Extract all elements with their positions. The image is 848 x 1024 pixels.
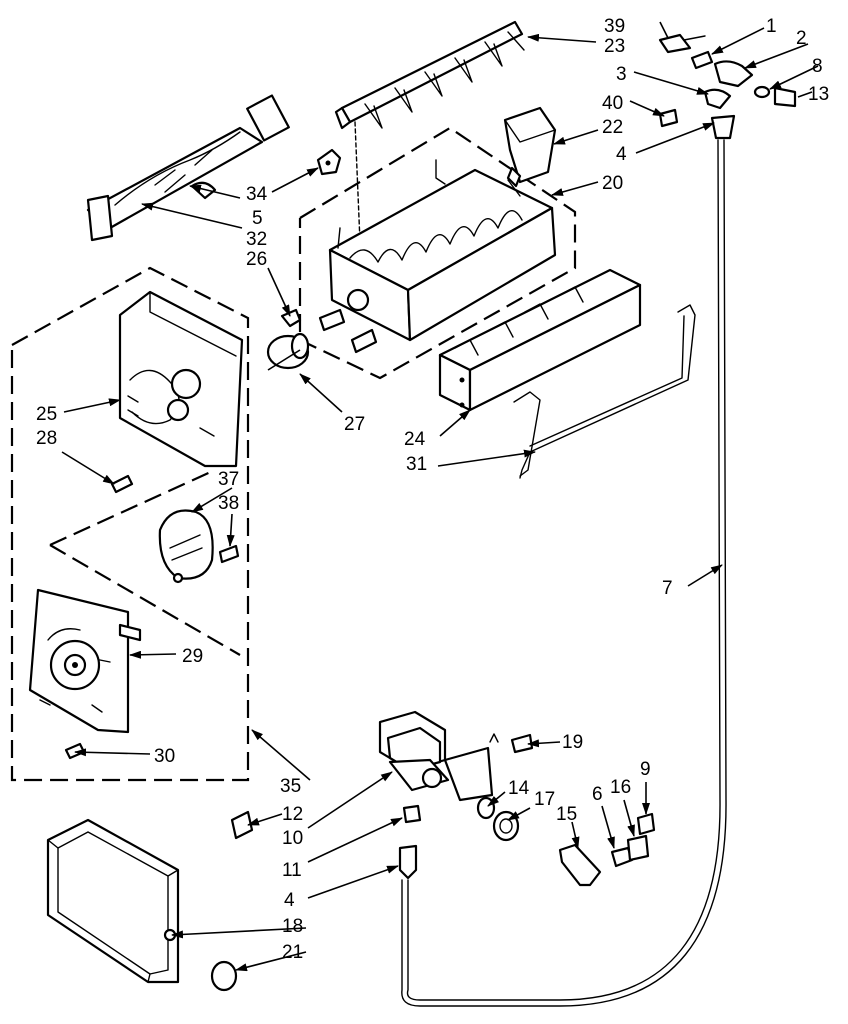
callout-5: 5: [252, 208, 263, 229]
callout-8: 8: [812, 56, 823, 77]
wire-harness: [86, 94, 290, 242]
callout-7: 7: [662, 578, 673, 599]
screw-part-28: [110, 474, 134, 494]
callout-30: 30: [154, 746, 175, 767]
callout-17: 17: [534, 789, 555, 810]
callout-31: 31: [406, 454, 427, 475]
water-tube: [401, 139, 727, 1007]
shutoff-arm: [513, 304, 696, 479]
callout-34: 34: [246, 184, 268, 205]
outlet-tube: [558, 843, 602, 887]
callout-labels: 39 23 1 2 8 3 13 40 22 4 20 34 5 32 26 2…: [36, 16, 829, 963]
callout-25: 25: [36, 404, 57, 425]
callout-2: 2: [796, 28, 807, 49]
control-housing: [118, 290, 244, 468]
callout-28: 28: [36, 428, 57, 449]
callout-40: 40: [602, 93, 623, 114]
callout-14: 14: [508, 778, 530, 799]
callout-32: 32: [246, 229, 267, 250]
clamp-part-16: [626, 834, 650, 862]
mounting-plate: [28, 588, 142, 734]
callout-38: 38: [218, 493, 239, 514]
callout-11: 11: [282, 860, 302, 881]
ice-mold: [318, 159, 557, 354]
leader-lines: [61, 21, 819, 972]
clip-part-34: [316, 148, 342, 176]
callout-27: 27: [344, 414, 365, 435]
callout-35: 35: [280, 776, 301, 797]
motor: [158, 509, 214, 584]
callout-10: 10: [282, 828, 303, 849]
callout-12: 12: [282, 804, 303, 825]
callout-23: 23: [604, 36, 625, 57]
callout-39: 39: [604, 16, 625, 37]
wire-nut: [230, 810, 254, 840]
water-valve: [378, 710, 499, 802]
fill-cup: [503, 106, 557, 188]
callout-18: 18: [282, 916, 303, 937]
callout-4-upper: 4: [616, 144, 627, 165]
callout-6: 6: [592, 784, 603, 805]
screw-part-9: [636, 812, 656, 836]
washer-part-14: [476, 796, 496, 820]
screw-part-38: [218, 544, 240, 564]
callout-21: 21: [282, 942, 303, 963]
callout-29: 29: [182, 646, 203, 667]
callout-9: 9: [640, 759, 651, 780]
thermostat: [266, 332, 310, 371]
clip-part-26: [280, 308, 302, 328]
screw-part-30: [64, 742, 86, 760]
callout-3: 3: [616, 64, 627, 85]
callout-4-lower: 4: [284, 890, 295, 911]
callout-15: 15: [556, 804, 577, 825]
screw-part-19: [510, 733, 534, 754]
callout-19: 19: [562, 732, 583, 753]
callout-22: 22: [602, 117, 623, 138]
nut-part-11: [402, 804, 422, 824]
callout-20: 20: [602, 173, 623, 194]
callout-37: 37: [218, 469, 239, 490]
fitting-lower: [398, 844, 418, 880]
front-cover: [46, 818, 180, 984]
callout-13: 13: [808, 84, 829, 105]
stripper: [438, 268, 642, 412]
callout-24: 24: [404, 429, 426, 450]
callout-1: 1: [766, 16, 777, 37]
button: [210, 960, 238, 992]
callout-16: 16: [610, 777, 631, 798]
callout-26: 26: [246, 249, 267, 270]
